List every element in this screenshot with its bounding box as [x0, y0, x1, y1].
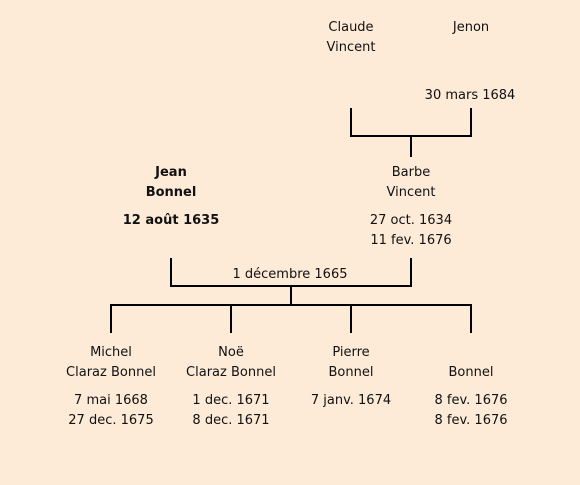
- birth-date: 12 août 1635: [122, 213, 220, 228]
- death-date: 11 fev. 1676: [370, 233, 452, 248]
- first-name: Jean: [155, 165, 187, 180]
- last-name: Vincent: [386, 185, 436, 200]
- last-name: Bonnel: [145, 185, 197, 200]
- child-michel: Michel Claraz Bonnel 7 mai 1668 27 dec. …: [66, 343, 156, 431]
- child-noe: Noë Claraz Bonnel 1 dec. 1671 8 dec. 167…: [186, 343, 276, 431]
- person-claude-vincent: Claude Vincent: [327, 18, 376, 58]
- jenon-death-date: 30 mars 1684: [424, 88, 516, 103]
- first-name: Barbe: [391, 165, 431, 180]
- first-name: Pierre: [332, 345, 370, 360]
- person-jenon: Jenon: [453, 18, 489, 38]
- death-date: 8 dec. 1671: [192, 413, 270, 428]
- grandparents-connector: [350, 108, 472, 157]
- last-name: Claraz Bonnel: [66, 365, 156, 380]
- last-name: Bonnel: [328, 365, 374, 380]
- children-connector: [110, 286, 472, 333]
- first-name: Noë: [218, 345, 244, 360]
- first-name: Michel: [90, 345, 132, 360]
- child-pierre: Pierre Bonnel 7 janv. 1674: [311, 343, 391, 411]
- marriage-date: 1 décembre 1665: [232, 267, 348, 282]
- death-date: 27 dec. 1675: [68, 413, 154, 428]
- last-name: Claraz Bonnel: [186, 365, 276, 380]
- birth-date: 8 fev. 1676: [434, 393, 508, 408]
- birth-date: 27 oct. 1634: [369, 213, 453, 228]
- birth-date: 7 janv. 1674: [310, 393, 392, 408]
- first-name: Claude: [328, 20, 374, 35]
- death-date: 8 fev. 1676: [434, 413, 508, 428]
- last-name: Bonnel: [448, 365, 494, 380]
- birth-date: 1 dec. 1671: [192, 393, 270, 408]
- person-jean-bonnel: Jean Bonnel 12 août 1635: [123, 163, 220, 231]
- birth-date: 7 mai 1668: [74, 393, 148, 408]
- child-bonnel: Bonnel 8 fev. 1676 8 fev. 1676: [434, 363, 507, 431]
- last-name: Vincent: [326, 40, 376, 55]
- person-barbe-vincent: Barbe Vincent 27 oct. 1634 11 fev. 1676: [370, 163, 452, 251]
- first-name: Jenon: [452, 20, 490, 35]
